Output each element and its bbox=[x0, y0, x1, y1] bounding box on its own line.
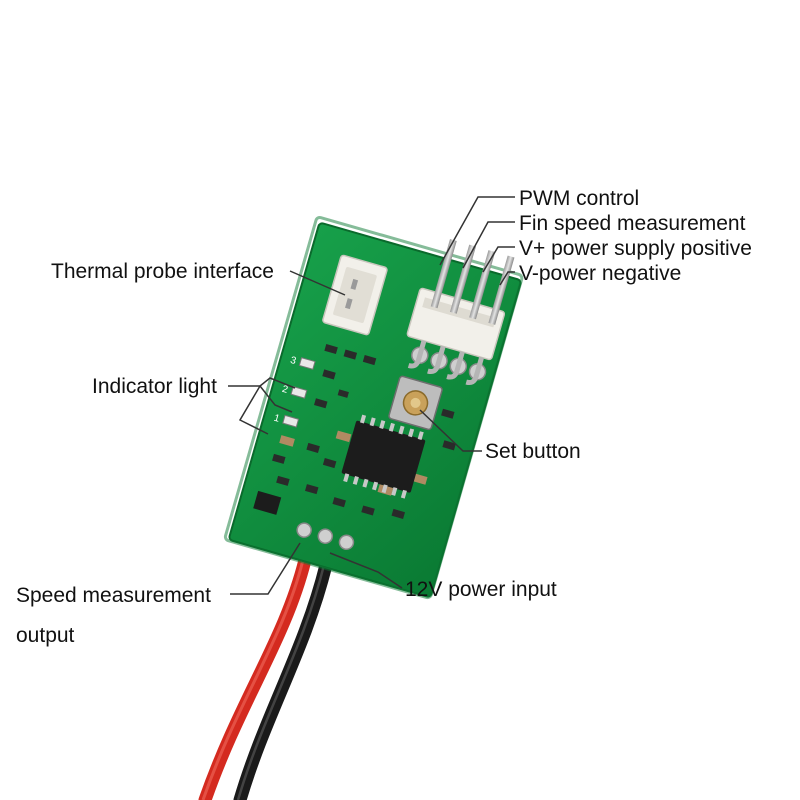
red-wire bbox=[198, 553, 312, 800]
wire-solder-pads bbox=[296, 522, 355, 551]
label-fin-speed-measurement: Fin speed measurement bbox=[519, 212, 746, 235]
transistor bbox=[253, 490, 282, 515]
led-number-2: 2 bbox=[281, 384, 290, 396]
led-number-3: 3 bbox=[289, 355, 298, 367]
label-set-button: Set button bbox=[485, 440, 581, 463]
smd-components bbox=[272, 344, 456, 519]
main-ic-chip bbox=[341, 414, 426, 499]
pcb-board: 3 2 1 bbox=[223, 215, 524, 600]
label-indicator-light: Indicator light bbox=[92, 375, 217, 398]
leader-lines bbox=[228, 196, 515, 595]
indicator-leds: 3 2 1 bbox=[272, 355, 316, 428]
label-speed-measurement-output-line1: Speed measurement bbox=[16, 584, 211, 607]
label-speed-measurement-output-line2: output bbox=[16, 624, 75, 647]
label-12v-power-input: 12V power input bbox=[405, 578, 557, 601]
label-pwm-control: PWM control bbox=[519, 187, 640, 210]
thermal-probe-connector bbox=[322, 254, 388, 336]
set-button-component bbox=[388, 375, 443, 431]
label-thermal-probe-interface: Thermal probe interface bbox=[51, 260, 274, 283]
label-v-minus-power: V-power negative bbox=[519, 262, 682, 285]
led-number-1: 1 bbox=[272, 413, 281, 425]
label-v-plus-power: V+ power supply positive bbox=[519, 237, 752, 260]
fan-connector bbox=[406, 239, 515, 386]
black-wire bbox=[233, 558, 333, 800]
